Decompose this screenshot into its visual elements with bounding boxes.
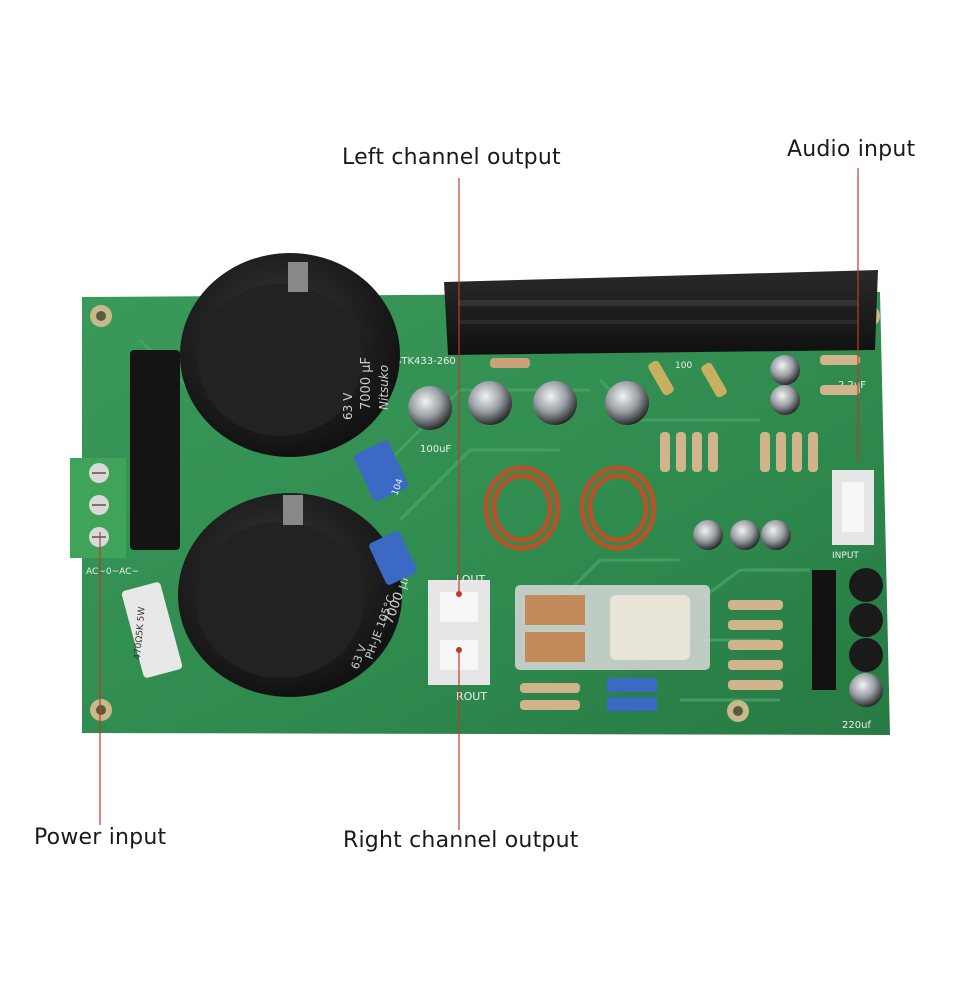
film-capacitor bbox=[354, 440, 417, 585]
small-capacitor bbox=[408, 355, 883, 707]
rout-label: ROUT bbox=[456, 690, 487, 703]
rectifier bbox=[130, 350, 180, 550]
big-capacitor-top bbox=[180, 253, 400, 457]
power-resistor bbox=[121, 582, 183, 678]
power-resistor-label: 470Ω5K 5W bbox=[133, 606, 148, 660]
cap-top-value: 7000 μF bbox=[359, 357, 374, 410]
power-connector-label: AC~0~AC~ bbox=[86, 567, 139, 577]
relay bbox=[515, 585, 710, 670]
film-capacitor-small bbox=[607, 678, 657, 692]
right-output-callout-dot bbox=[456, 647, 462, 653]
regulator bbox=[812, 570, 836, 690]
resistor-label: 100 bbox=[675, 361, 692, 371]
power-terminal bbox=[70, 458, 126, 558]
input-label: INPUT bbox=[832, 551, 859, 561]
left-output-callout-dot bbox=[456, 591, 462, 597]
film-capacitor-small bbox=[607, 697, 657, 711]
cap-top-brand: Nitsuko bbox=[377, 365, 391, 410]
inductor bbox=[483, 465, 657, 551]
small-cap-label: 100uF bbox=[420, 444, 451, 455]
power-input-label: Power input bbox=[34, 825, 167, 850]
heatsink bbox=[444, 270, 878, 355]
output-connector bbox=[428, 580, 490, 685]
input-connector bbox=[832, 470, 874, 545]
big-capacitor-bottom bbox=[178, 493, 402, 697]
resistor-array bbox=[490, 355, 860, 710]
left-channel-output-label: Left channel output bbox=[342, 145, 561, 170]
cap-220uf-label: 220uf bbox=[842, 720, 871, 731]
cap-top-voltage: 63 V bbox=[341, 392, 355, 420]
callout-lines bbox=[99, 168, 859, 830]
right-channel-output-label: Right channel output bbox=[343, 828, 579, 853]
chip-label: STK433-260 bbox=[395, 356, 456, 367]
lout-label: LOUT bbox=[456, 573, 485, 586]
audio-input-label: Audio input bbox=[787, 137, 916, 162]
